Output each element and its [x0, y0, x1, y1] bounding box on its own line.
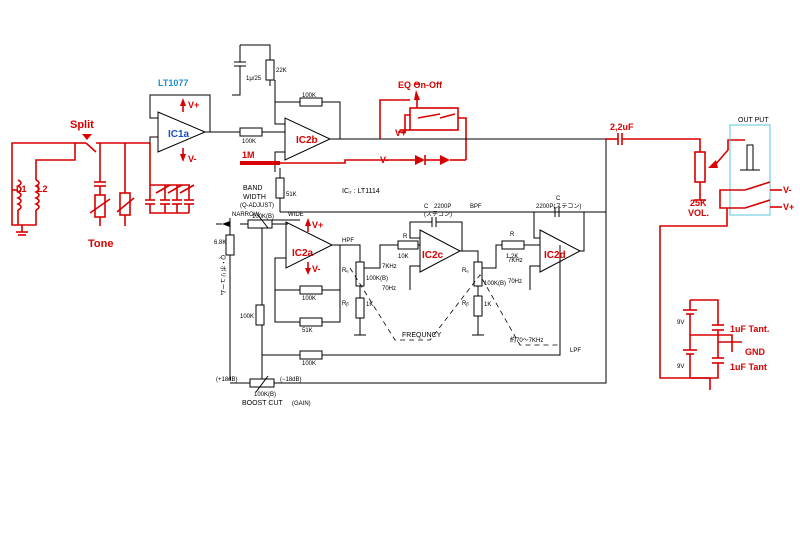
ic1a-opamp: [149, 94, 240, 162]
pickup-section: [11, 134, 195, 236]
r22k-label: 22K: [276, 68, 287, 74]
r1-2k: 1.2K: [506, 254, 518, 260]
r51k-top: 51K: [286, 192, 297, 198]
r1k-b: 1K: [484, 302, 491, 308]
supply-arrows: [305, 218, 311, 275]
c1u25-label: 1μ/25: [246, 76, 262, 82]
frequency-label: FREQUNCY: [402, 332, 442, 339]
nine-v-1: 9V: [677, 320, 684, 326]
c-sym: C: [424, 204, 429, 210]
signal-path: [262, 133, 745, 384]
eq-switch-area: [240, 83, 467, 165]
labels: Split Tone L1 L2 LT1077 IC1a V+ V- 100K …: [16, 68, 794, 407]
minus18-label: (−18dB): [280, 377, 302, 383]
q-knob-label: Q・ボリューム: [219, 255, 227, 296]
ic2b-opamp: [232, 44, 380, 172]
lt1077-label: LT1077: [158, 78, 188, 88]
plus18-label: (+18dB): [216, 377, 238, 383]
re2-label: Rₑ: [462, 268, 469, 274]
tone-label: Tone: [88, 238, 113, 250]
q-adjust-label: (Q-ADJUST): [240, 203, 274, 209]
ic1a-vminus: V-: [188, 154, 197, 164]
r1k-a: 1K: [366, 302, 373, 308]
l1-label: L1: [16, 184, 27, 194]
r100k-bot: 100K: [302, 361, 316, 367]
vol-label: 25K: [690, 198, 707, 208]
wide-label: WIDE: [288, 212, 304, 218]
c2200p-b: 2200P(ステコン): [536, 203, 581, 210]
split-label: Split: [70, 119, 94, 131]
band-width-label: BAND: [243, 185, 262, 192]
ic1a-vplus: V+: [188, 100, 199, 110]
narrow-label: NARROW: [232, 212, 260, 218]
re-label: Rₑ: [342, 268, 349, 274]
tant2-label: 1uF Tant: [730, 362, 767, 372]
nine-v-2: 9V: [677, 364, 684, 370]
r-sym: R: [403, 234, 408, 240]
r100k-a-label: 100K: [242, 139, 256, 145]
r100k-b-label: 100K: [302, 93, 316, 99]
c2200p-a: 2200P: [434, 204, 451, 210]
ic2-label: IC₂ : LT1114: [342, 188, 380, 195]
r100k-fb: 100K: [302, 296, 316, 302]
gnd-label: GND: [745, 347, 766, 357]
ic2b-label: IC2b: [296, 135, 318, 146]
r10k: 10K: [398, 254, 409, 260]
ic2d-label: IC2d: [544, 250, 566, 261]
hpf-label: HPF: [342, 238, 354, 244]
r-sym2: R: [510, 232, 515, 238]
c-sym2: C: [556, 196, 561, 202]
f70hz-b: 70Hz: [508, 279, 522, 285]
gain-label: (GAIN): [292, 401, 311, 407]
range-label: 約70〜7KHz: [510, 336, 543, 344]
r100kb-gain: 100K(B): [254, 392, 276, 398]
boost-cut-label: BOOST CUT: [242, 400, 283, 407]
l2-label: L2: [37, 184, 48, 194]
r100kb-bw: 100K(B): [252, 214, 274, 220]
eq-onoff-label: EQ On-Off: [398, 80, 443, 90]
ic1a-label: IC1a: [168, 129, 190, 140]
rb2-label: Rᵦ: [462, 301, 469, 307]
r100k-left: 100K: [240, 314, 254, 320]
output-jack: [659, 124, 782, 390]
ic2a-vsub: V-: [312, 264, 321, 274]
steacon: (ステコン): [424, 211, 452, 218]
ic2c-label: IC2c: [422, 250, 444, 261]
one-m-label: 1M: [242, 150, 255, 160]
eq-section: [216, 168, 606, 393]
output-label: OUT PUT: [738, 117, 769, 124]
lpf-label: LPF: [570, 348, 581, 354]
r6-8k: 6.8K: [214, 240, 226, 246]
r100kb-freq: 100K(B): [366, 276, 388, 282]
ic2a-label: IC2a: [292, 248, 314, 259]
tant1-label: 1uF Tant.: [730, 324, 769, 334]
eq-vplus: V+: [395, 128, 406, 138]
f7khz: 7KHz: [382, 264, 397, 270]
battery-section: [683, 299, 742, 379]
band-width2-label: WIDTH: [243, 194, 266, 201]
f7khz-b: 7KHz: [508, 258, 523, 264]
out-vminus: V-: [783, 185, 792, 195]
r100kb-freq2: 100K(B): [484, 281, 506, 287]
eq-vminus: V-: [380, 155, 389, 165]
cap-out-label: 2,2uF: [610, 122, 634, 132]
bpf-label: BPF: [470, 204, 482, 210]
ic2a-vplus: V+: [312, 220, 323, 230]
rb-label: Rᵦ: [342, 301, 349, 307]
out-vplus: V+: [783, 202, 794, 212]
r51k-mid: 51K: [302, 328, 313, 334]
f70hz: 70Hz: [382, 286, 396, 292]
vol2-label: VOL.: [688, 208, 709, 218]
